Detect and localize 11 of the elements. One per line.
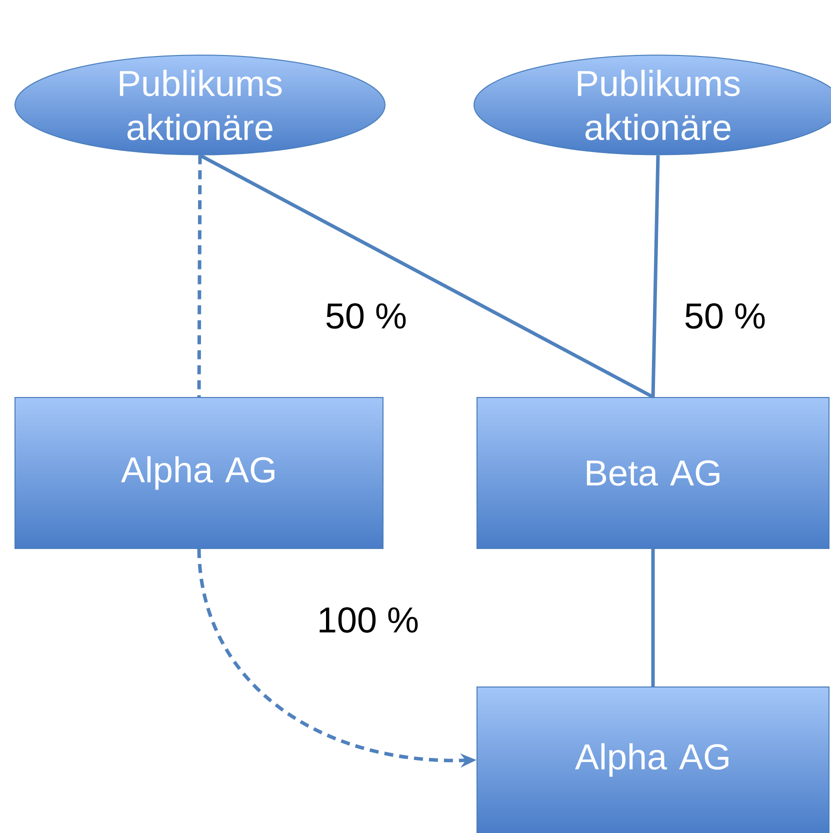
company-box: Alpha AG: [476, 686, 830, 833]
company-box: Alpha AG: [14, 397, 384, 549]
edge-label: 50 %: [682, 301, 768, 331]
connector: [199, 154, 654, 399]
edge-label: 100 %: [314, 605, 422, 635]
connector: [651, 549, 655, 686]
company-box: Beta AG: [476, 397, 830, 549]
connector: [197, 155, 202, 397]
connector: [651, 155, 660, 398]
edge-label: 50 %: [322, 301, 410, 331]
ellipse-node: Publikums aktionäre: [14, 54, 386, 156]
